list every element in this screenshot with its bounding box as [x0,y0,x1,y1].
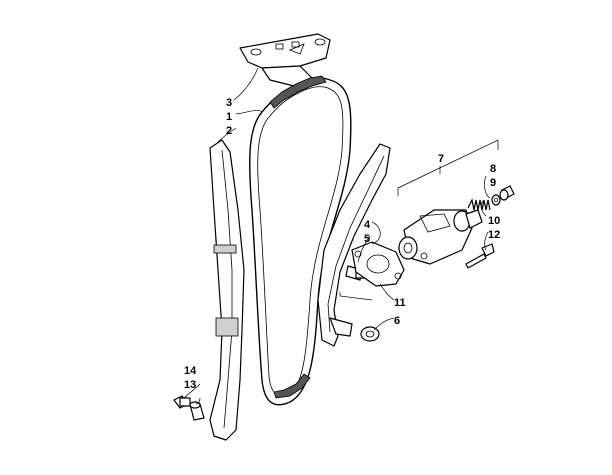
left-chain-guide [209,139,245,441]
timing-chain [249,75,352,406]
callout-6: 6 [394,315,400,327]
callout-13: 13 [184,379,196,391]
tensioner-guide [317,143,391,347]
callout-14: 14 [184,365,197,377]
callout-2: 2 [226,125,232,137]
upper-chain-guide [239,33,331,87]
callout-12: 12 [488,229,500,241]
chain-tensioner-assembly [398,209,483,265]
leader-lines [183,67,499,405]
callout-7: 7 [438,153,444,165]
tensioner-plug [499,185,515,201]
washer [360,326,380,342]
tensioner-gasket [351,241,405,287]
callout-8: 8 [490,163,496,175]
callout-3: 3 [226,97,232,109]
small-bolt [173,395,191,409]
callout-4: 4 [364,219,371,231]
sealing-washer [491,194,501,206]
callout-10: 10 [488,215,500,227]
callout-11: 11 [394,297,406,309]
tensioner-spring [467,198,491,211]
cap-screw [465,243,495,269]
callout-5: 5 [364,233,370,245]
rubber-grommet [189,401,205,421]
callout-1: 1 [226,111,232,123]
callout-9: 9 [490,177,496,189]
